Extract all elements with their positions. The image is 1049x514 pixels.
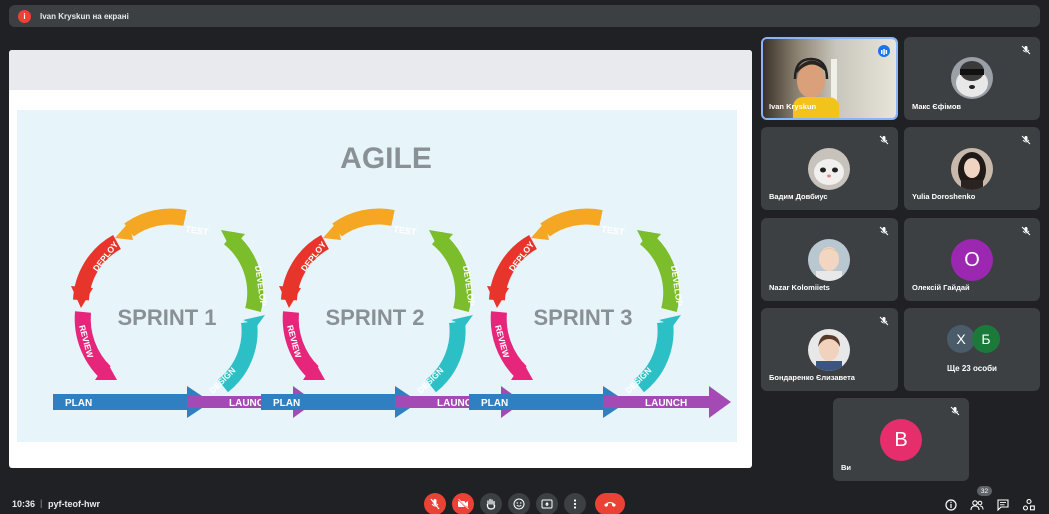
sprint-cycle-3: SPRINT 3 TEST DEPLOY REVIEW DEVELOP DESI… [469, 208, 731, 418]
other-participants-label: Ще 23 особи [947, 364, 997, 373]
meeting-details-icon [945, 499, 957, 511]
speaking-indicator-icon [878, 45, 890, 57]
end-call-icon [604, 502, 616, 507]
mic-off-icon [879, 316, 889, 326]
shared-screen: AGILE SPRINT 1 TEST DEPLOY [9, 50, 752, 468]
present-screen-button[interactable] [536, 493, 558, 514]
other-participants-tile[interactable]: Х Б Ще 23 особи [904, 308, 1040, 391]
presenting-banner-text: Ivan Kryskun на екрані [40, 11, 129, 21]
participant-name: Ви [841, 463, 852, 472]
avatar: Х [947, 325, 975, 353]
avatar [808, 329, 850, 371]
svg-text:TEST: TEST [393, 224, 418, 237]
shared-screen-toolbar [9, 50, 752, 90]
end-call-button[interactable] [595, 493, 625, 514]
camera-toggle-button[interactable] [452, 493, 474, 514]
svg-text:LAUNCH: LAUNCH [437, 398, 479, 409]
avatar [951, 148, 993, 190]
participant-tile-bondarenko[interactable]: Бондаренко Єлизавета [761, 308, 898, 391]
svg-text:PLAN: PLAN [481, 398, 508, 409]
emoji-button[interactable] [508, 493, 530, 514]
avatar [951, 57, 993, 99]
agile-diagram: AGILE SPRINT 1 TEST DEPLOY [53, 142, 731, 418]
participant-name: Олексій Гайдай [912, 283, 970, 292]
raise-hand-icon [486, 498, 496, 510]
activities-icon [1023, 499, 1035, 511]
participant-name: Макс Єфімов [912, 102, 962, 111]
svg-text:TEST: TEST [601, 224, 626, 237]
mic-off-icon [879, 226, 889, 236]
people-count-badge: 32 [977, 486, 992, 496]
slide-title: AGILE [340, 142, 432, 175]
participant-name: Ivan Kryskun [769, 102, 817, 111]
participant-tile-ivan[interactable]: Ivan Kryskun [761, 37, 898, 120]
emoji-icon [513, 498, 525, 510]
avatar [808, 239, 850, 281]
meeting-code: pyf-teof-hwr [48, 499, 100, 509]
chat-button[interactable] [995, 497, 1011, 513]
mic-toggle-button[interactable] [424, 493, 446, 514]
info-icon: i [18, 9, 31, 23]
avatar: Б [972, 325, 1000, 353]
svg-text:TEST: TEST [185, 224, 210, 237]
participant-name: Yulia Doroshenko [912, 192, 976, 201]
mic-off-icon [1021, 45, 1031, 55]
participant-name: Вадим Довбиус [769, 192, 828, 201]
activities-button[interactable] [1021, 497, 1037, 513]
more-options-button[interactable] [564, 493, 586, 514]
avatar [808, 148, 850, 190]
sprint-cycle-1: SPRINT 1 TEST DEPLOY REVIEW DEVELOP DESI… [53, 208, 315, 418]
presenting-banner: i Ivan Kryskun на екрані [9, 5, 1040, 27]
clock: 10:36 [12, 499, 36, 509]
participant-tile-maks[interactable]: Макс Єфімов [904, 37, 1040, 120]
people-icon [970, 500, 984, 511]
mic-off-icon [1021, 135, 1031, 145]
mic-off-icon [1021, 226, 1031, 236]
svg-text:PLAN: PLAN [273, 398, 300, 409]
separator: | [40, 498, 43, 508]
presenter-figure [793, 57, 839, 118]
meeting-details-button[interactable] [943, 497, 959, 513]
participant-tile-vadym[interactable]: Вадим Довбиус [761, 127, 898, 210]
participant-tile-nazar[interactable]: Nazar Kolomiiets [761, 218, 898, 301]
sprint-1-label: SPRINT 1 [117, 305, 216, 330]
mic-off-icon [879, 135, 889, 145]
chat-icon [997, 499, 1009, 511]
avatar: В [880, 419, 922, 461]
bottom-toolbar: 10:36 | pyf-teof-hwr [0, 488, 1049, 514]
raise-hand-button[interactable] [480, 493, 502, 514]
mic-off-icon [950, 406, 960, 416]
self-tile[interactable]: В Ви [833, 398, 969, 481]
participant-name: Бондаренко Єлизавета [769, 373, 855, 382]
people-button[interactable] [969, 497, 985, 513]
svg-text:LAUNCH: LAUNCH [229, 398, 271, 409]
sprint-2-label: SPRINT 2 [325, 305, 424, 330]
svg-text:PLAN: PLAN [65, 398, 92, 409]
sprint-3-label: SPRINT 3 [533, 305, 632, 330]
participant-name: Nazar Kolomiiets [769, 283, 830, 292]
camera-off-icon [457, 498, 469, 510]
agile-slide: AGILE SPRINT 1 TEST DEPLOY [17, 110, 737, 442]
more-options-icon [573, 499, 577, 509]
mic-off-icon [430, 498, 440, 510]
svg-text:LAUNCH: LAUNCH [645, 398, 687, 409]
participant-tile-oleksii[interactable]: О Олексій Гайдай [904, 218, 1040, 301]
sprint-cycle-2: SPRINT 2 TEST DEPLOY REVIEW DEVELOP DESI… [261, 208, 523, 418]
present-screen-icon [541, 499, 553, 509]
participant-tile-yulia[interactable]: Yulia Doroshenko [904, 127, 1040, 210]
avatar: О [951, 239, 993, 281]
